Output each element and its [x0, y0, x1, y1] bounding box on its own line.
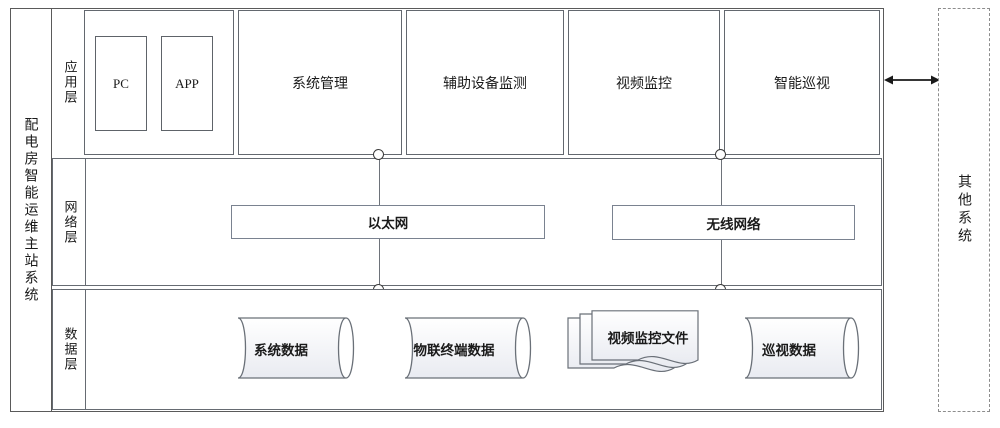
connector-line-wireless-bottom [721, 240, 722, 290]
app-module-app-label: APP [175, 75, 199, 91]
system-title-column: 配电房智能运维主站系统 [10, 8, 52, 412]
app-module-intelligent-inspection-label: 智能巡视 [774, 75, 830, 92]
external-system-box[interactable]: 其他系统 [938, 8, 990, 412]
layer-label-network-text: 网络层 [61, 199, 77, 245]
bidirectional-arrow-icon [884, 75, 940, 85]
connector-node-ethernet-top [373, 149, 384, 160]
data-store-video-files[interactable]: 视频监控文件 [566, 310, 708, 386]
app-module-client-group[interactable]: PC APP [84, 10, 234, 155]
layer-label-application: 应用层 [52, 10, 86, 155]
app-module-system-management[interactable]: 系统管理 [238, 10, 402, 155]
connector-line-ethernet-top [379, 155, 380, 207]
network-module-ethernet[interactable]: 以太网 [231, 205, 545, 239]
network-module-wireless-label: 无线网络 [706, 216, 761, 233]
layer-label-data-cell [52, 289, 86, 410]
data-store-inspection-data[interactable]: 巡视数据 [729, 316, 867, 380]
page-title: 配电房智能运维主站系统 [22, 116, 39, 304]
app-module-app[interactable]: APP [161, 36, 213, 131]
app-module-system-management-label: 系统管理 [292, 75, 348, 92]
connector-node-wireless-top [715, 149, 726, 160]
app-module-video-surveillance-label: 视频监控 [616, 75, 672, 92]
layer-label-network-cell [52, 158, 86, 286]
data-store-system-data[interactable]: 系统数据 [222, 316, 362, 380]
app-module-intelligent-inspection[interactable]: 智能巡视 [724, 10, 880, 155]
layer-label-data: 数据层 [52, 289, 86, 410]
network-module-wireless[interactable]: 无线网络 [612, 205, 855, 240]
cylinder-icon [237, 317, 355, 379]
connector-line-ethernet-bottom [379, 238, 380, 290]
data-store-iot-terminal-data[interactable]: 物联终端数据 [389, 316, 539, 380]
cylinder-icon [744, 317, 860, 379]
cylinder-icon [404, 317, 532, 379]
multi-document-icon [567, 310, 699, 373]
layer-label-network: 网络层 [52, 158, 86, 286]
app-module-pc-label: PC [113, 75, 129, 91]
external-system-label: 其他系统 [956, 174, 972, 246]
connector-arrow-external [884, 70, 940, 90]
app-module-pc[interactable]: PC [95, 36, 147, 131]
app-module-auxiliary-device-monitoring-label: 辅助设备监测 [443, 75, 527, 92]
connector-line-wireless-top [721, 155, 722, 207]
app-module-auxiliary-device-monitoring[interactable]: 辅助设备监测 [406, 10, 564, 155]
network-module-ethernet-label: 以太网 [367, 216, 409, 232]
layer-label-data-text: 数据层 [61, 327, 77, 372]
layer-label-application-text: 应用层 [61, 60, 77, 105]
app-module-video-surveillance[interactable]: 视频监控 [568, 10, 720, 155]
